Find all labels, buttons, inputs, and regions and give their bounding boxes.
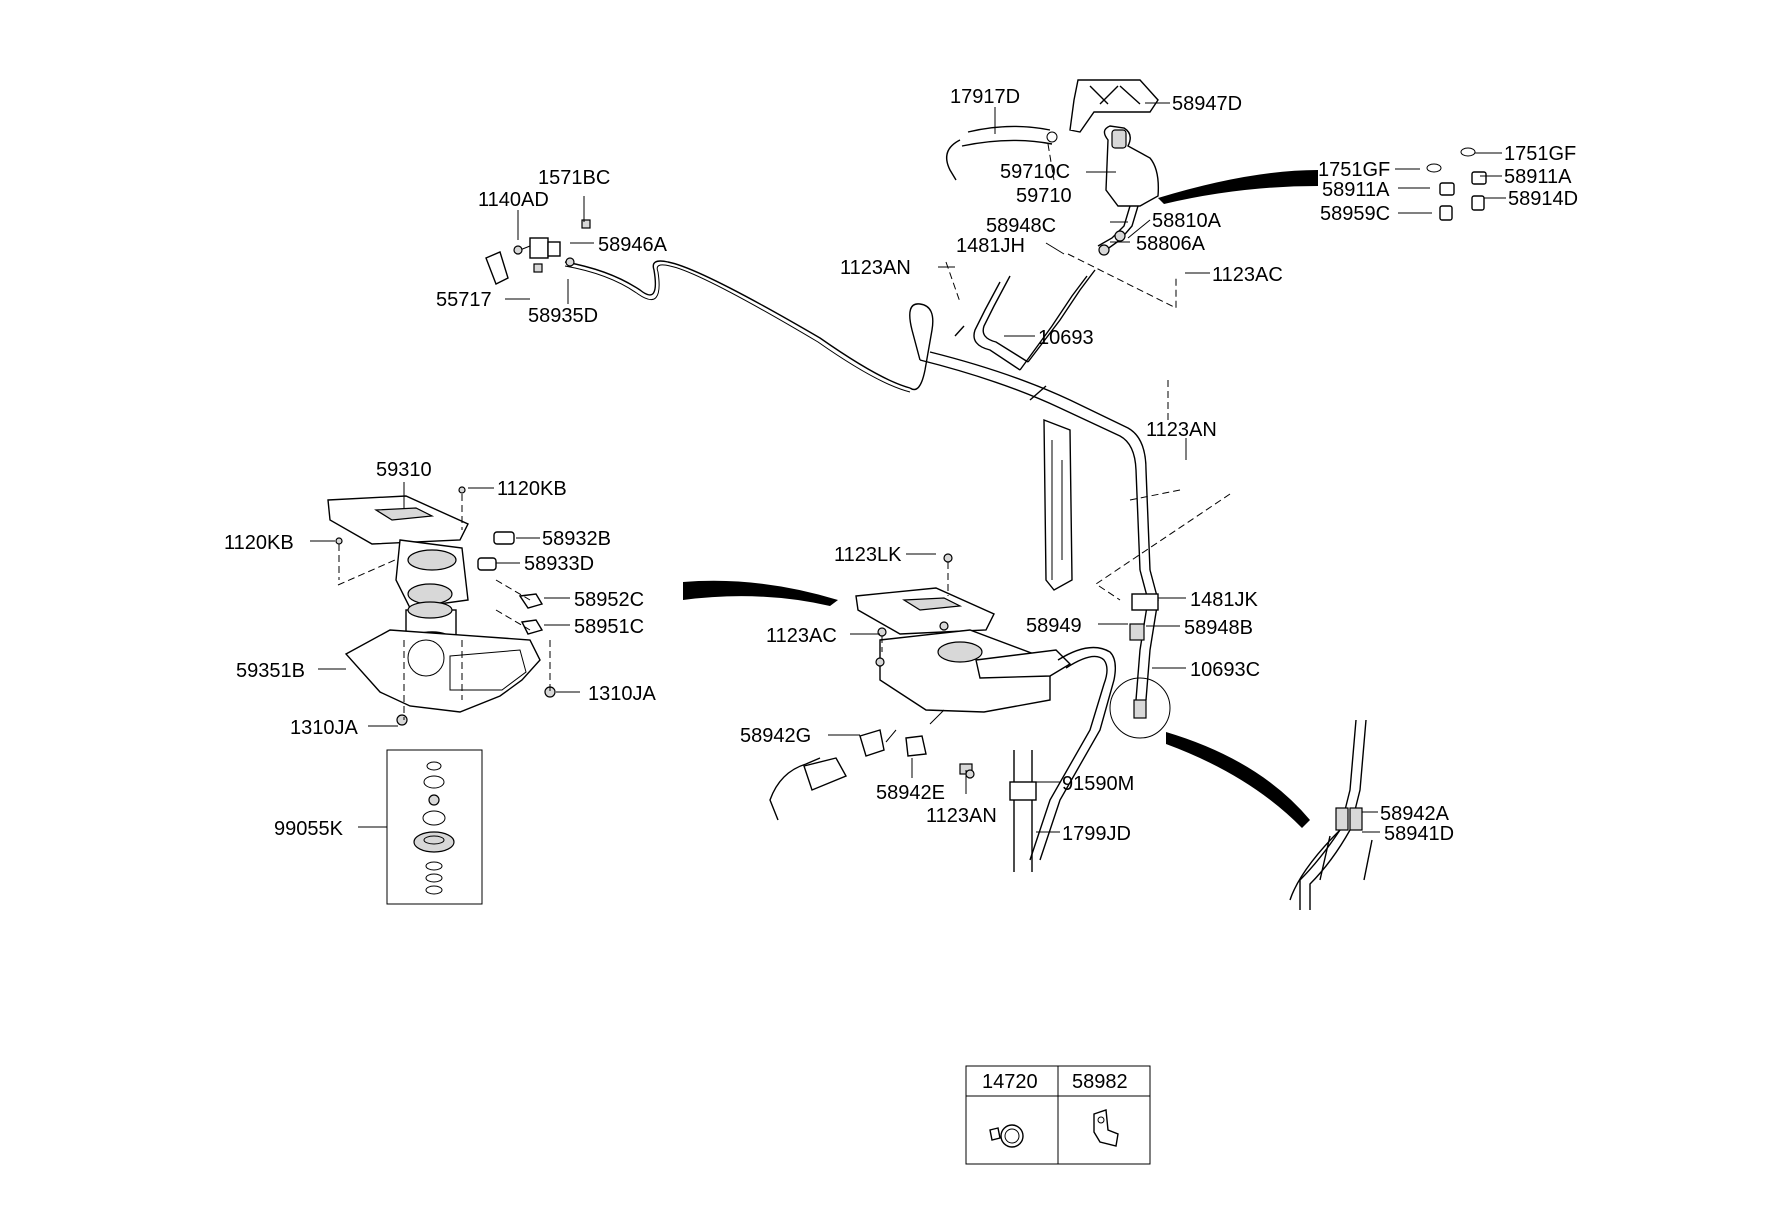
- reservoir-assembly: [946, 79, 1318, 256]
- callout-1751GF-left: 1751GF: [1318, 159, 1390, 181]
- callout-10693: 10693: [1038, 327, 1094, 349]
- callout-58942A: 58942A: [1380, 803, 1450, 825]
- callout-58948C: 58948C: [986, 215, 1056, 237]
- callout-1123AN-bottom: 1123AN: [926, 805, 997, 827]
- callout-1310JA-left: 1310JA: [290, 717, 358, 739]
- callout-59310: 59310: [376, 459, 432, 481]
- callout-1140AD: 1140AD: [478, 189, 549, 211]
- callout-58949: 58949: [1026, 615, 1082, 637]
- callout-58911A-left: 58911A: [1322, 179, 1390, 201]
- callout-1123LK: 1123LK: [834, 544, 902, 566]
- callout-58941D: 58941D: [1384, 823, 1454, 845]
- legend-col-58982: 58982: [1072, 1071, 1128, 1093]
- callout-58911A-right: 58911A: [1504, 166, 1572, 188]
- callout-10693C: 10693C: [1190, 659, 1260, 681]
- callout-labels: 17917D 58947D 1751GF 1751GF 58911A 58911…: [224, 86, 1578, 845]
- fittings-detail: [1426, 147, 1487, 221]
- switch-assembly: [485, 219, 591, 285]
- legend-col-14720: 14720: [982, 1071, 1038, 1093]
- callout-58959C: 58959C: [1320, 203, 1390, 225]
- callout-1123AN-mid: 1123AN: [1146, 419, 1217, 441]
- brake-line-routing: [564, 260, 1159, 701]
- callout-58932B: 58932B: [542, 528, 611, 550]
- callout-58946A: 58946A: [598, 234, 668, 256]
- callout-58933D: 58933D: [524, 553, 594, 575]
- callout-58935D: 58935D: [528, 305, 598, 327]
- callout-17917D: 17917D: [950, 86, 1020, 108]
- callout-1120KB-left: 1120KB: [224, 532, 294, 554]
- hose-clamp-icon: [989, 1124, 1024, 1148]
- callout-58942E: 58942E: [876, 782, 945, 804]
- callout-58951C: 58951C: [574, 616, 644, 638]
- callout-59710: 59710: [1016, 185, 1072, 207]
- callout-59710C: 59710C: [1000, 161, 1070, 183]
- callout-1123AC-top: 1123AC: [1212, 264, 1283, 286]
- connector-detail: [1289, 719, 1373, 910]
- callout-58948B: 58948B: [1184, 617, 1253, 639]
- callout-1120KB-right: 1120KB: [497, 478, 567, 500]
- callout-1123AC-mid: 1123AC: [766, 625, 837, 647]
- callout-1123AN-top: 1123AN: [840, 257, 911, 279]
- callout-58952C: 58952C: [574, 589, 644, 611]
- callout-1571BC: 1571BC: [538, 167, 610, 189]
- detail-sweep-right: [1166, 732, 1310, 828]
- seal-kit-box: [386, 749, 483, 905]
- callout-91590M: 91590M: [1062, 773, 1134, 795]
- callout-1799JD: 1799JD: [1062, 823, 1131, 845]
- callout-58914D: 58914D: [1508, 188, 1578, 210]
- callout-59351B: 59351B: [236, 660, 305, 682]
- callout-58947D: 58947D: [1172, 93, 1242, 115]
- leader-lines: [310, 102, 1506, 833]
- pedal-assembly-left: [327, 486, 556, 726]
- detail-sweep-left: [683, 580, 838, 606]
- hose-connector: [1095, 380, 1231, 739]
- pedal-assembly-center: [769, 418, 1117, 872]
- callout-1751GF-right: 1751GF: [1504, 143, 1576, 165]
- callout-58942G: 58942G: [740, 725, 811, 747]
- callout-58810A: 58810A: [1152, 210, 1222, 232]
- callout-1310JA-right: 1310JA: [588, 683, 656, 705]
- bracket-clip-icon: [1093, 1109, 1119, 1147]
- callout-99055K: 99055K: [274, 818, 344, 840]
- legend-table: 14720 58982: [965, 1065, 1151, 1165]
- callout-58806A: 58806A: [1136, 233, 1206, 255]
- leader-dashes-top: [945, 143, 1177, 309]
- callout-1481JH: 1481JH: [956, 235, 1025, 257]
- callout-55717: 55717: [436, 289, 492, 311]
- callout-1481JK: 1481JK: [1190, 589, 1258, 611]
